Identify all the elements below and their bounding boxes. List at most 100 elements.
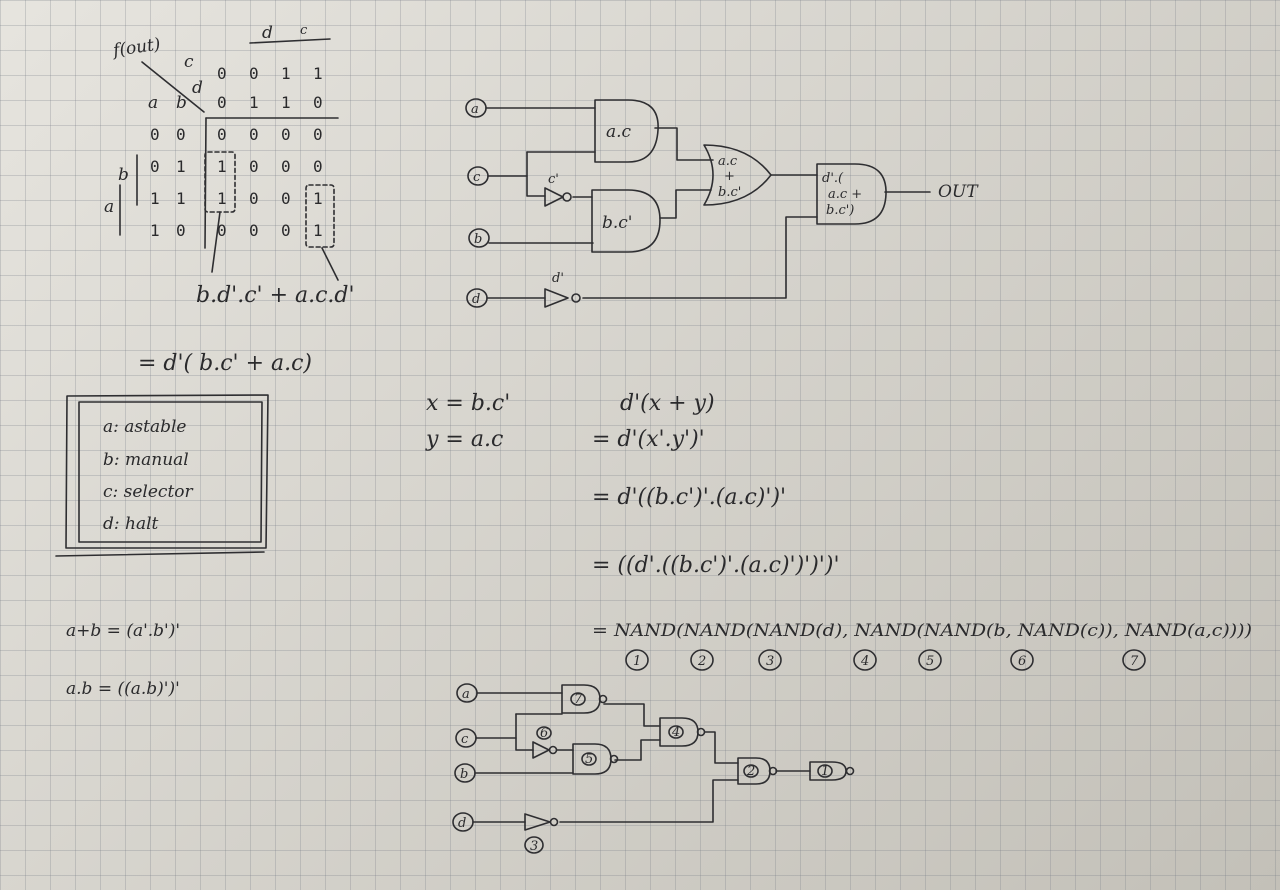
svg-text:5: 5: [585, 752, 593, 767]
not-gate-d: d': [544, 271, 581, 308]
kmap-top-label-d: d: [262, 23, 273, 43]
legend-item-b: b: manual: [103, 450, 189, 470]
svg-text:5: 5: [926, 654, 934, 669]
svg-text:a.c +: a.c +: [828, 187, 862, 202]
and-gate-ac: a.c: [594, 99, 659, 163]
circuit1-input-b: b: [468, 228, 490, 248]
kmap-row-a: 0: [150, 157, 160, 176]
kmap-corner-a: a: [148, 93, 158, 113]
svg-text:b.c': b.c': [718, 185, 741, 200]
circuit2-gates: 7 6 5 4: [524, 684, 855, 854]
kmap-title: f(out): [110, 35, 162, 62]
wire: [526, 151, 546, 197]
wire: [704, 731, 739, 764]
svg-text:7: 7: [574, 692, 583, 707]
legend-underline: [55, 551, 265, 557]
kmap-cell: 0: [249, 157, 259, 176]
demorgan-or-rule: a+b = (a'.b')': [66, 621, 180, 641]
svg-text:4: 4: [860, 654, 869, 669]
kmap-group-a: [305, 184, 335, 248]
svg-text:d'.(: d'.(: [822, 171, 844, 186]
derivation-step-number: 2: [690, 649, 714, 671]
svg-text:3: 3: [766, 654, 774, 669]
svg-text:6: 6: [1018, 654, 1026, 669]
derivation-step-number: 6: [1010, 649, 1034, 671]
not-gate-c: c': [544, 172, 572, 207]
kmap-cell: 0: [281, 125, 291, 144]
svg-text:3: 3: [530, 839, 538, 854]
svg-text:d: d: [472, 292, 480, 307]
and-gate-bc: b.c': [591, 189, 661, 253]
svg-text:a: a: [462, 687, 470, 702]
kmap-corner-c: c: [184, 52, 194, 72]
kmap-c-header-cell: 0: [217, 64, 227, 83]
kmap-group-a-pointer: [321, 247, 339, 281]
kmap-d-header-cell: 0: [217, 93, 227, 112]
nand-circuit: a c b d 7: [452, 683, 855, 854]
logic-circuit: a c b d a.c: [465, 98, 979, 308]
kmap-factored: = d'( b.c' + a.c): [138, 351, 312, 376]
kmap-row-b: 0: [176, 125, 186, 144]
circuit2-input-d: d: [452, 812, 474, 832]
kmap-row-a: 0: [150, 125, 160, 144]
svg-text:d': d': [552, 271, 564, 286]
wire: [515, 713, 534, 751]
kmap-c-header-cell: 1: [313, 64, 323, 83]
legend-outer-frame: [65, 394, 269, 549]
legend-inner-frame: [78, 401, 263, 543]
wire: [659, 189, 712, 219]
kmap-corner-diagonal: [141, 61, 205, 113]
derivation-step-number: 1: [625, 649, 649, 671]
legend-box: a: astable b: manual c: selector d: halt: [55, 394, 269, 557]
nand-gate-6: 6: [532, 726, 558, 759]
svg-text:4: 4: [671, 725, 680, 740]
kmap-top-bar: [249, 38, 331, 44]
svg-text:a.c: a.c: [718, 154, 738, 169]
svg-text:1: 1: [633, 654, 641, 669]
nand-gate-1: 1: [809, 761, 855, 781]
kmap-group-b-pointer: [211, 211, 221, 273]
demorgan-and-rule: a.b = ((a.b)')': [66, 679, 180, 699]
kmap-row-b: 1: [176, 157, 186, 176]
kmap-cell: 0: [217, 221, 227, 240]
kmap-cell: 0: [281, 189, 291, 208]
circuit2-input-a: a: [456, 683, 478, 703]
svg-text:c: c: [473, 170, 481, 185]
derivation-step-number: 3: [758, 649, 782, 671]
kmap-corner-d: d: [192, 78, 203, 98]
kmap-cell: 1: [313, 189, 323, 208]
kmap-row-a: 1: [150, 221, 160, 240]
substitution-x: x = b.c': [426, 391, 510, 416]
kmap-d-header-cell: 0: [313, 93, 323, 112]
wire: [614, 739, 661, 761]
or-gate: a.c + b.c': [703, 144, 772, 206]
wire: [603, 703, 661, 727]
kmap-top-label-c: c: [300, 23, 308, 38]
wire: [654, 127, 714, 161]
kmap-corner-b: b: [176, 93, 187, 113]
wire: [582, 216, 818, 299]
circuit2-input-c: c: [455, 728, 477, 748]
kmap-cell: 0: [249, 189, 259, 208]
circuit2-input-b: b: [454, 763, 476, 783]
kmap-cell: 0: [281, 221, 291, 240]
svg-text:b: b: [474, 232, 482, 247]
kmap-row-a: 1: [150, 189, 160, 208]
svg-text:c: c: [461, 732, 469, 747]
svg-text:7: 7: [1130, 654, 1139, 669]
kmap-side-b: b: [118, 165, 129, 185]
kmap-d-header-cell: 1: [281, 93, 291, 112]
svg-text:2: 2: [746, 764, 755, 779]
derivation-line-2: = d'(x'.y')': [592, 427, 705, 452]
circuit1-input-a: a: [465, 98, 487, 118]
svg-text:6: 6: [540, 726, 548, 741]
kmap-sop: b.d'.c' + a.c.d': [196, 283, 355, 308]
nand-derivation: d'(x + y) = d'(x'.y')' = d'((b.c')'.(a.c…: [592, 391, 1252, 671]
